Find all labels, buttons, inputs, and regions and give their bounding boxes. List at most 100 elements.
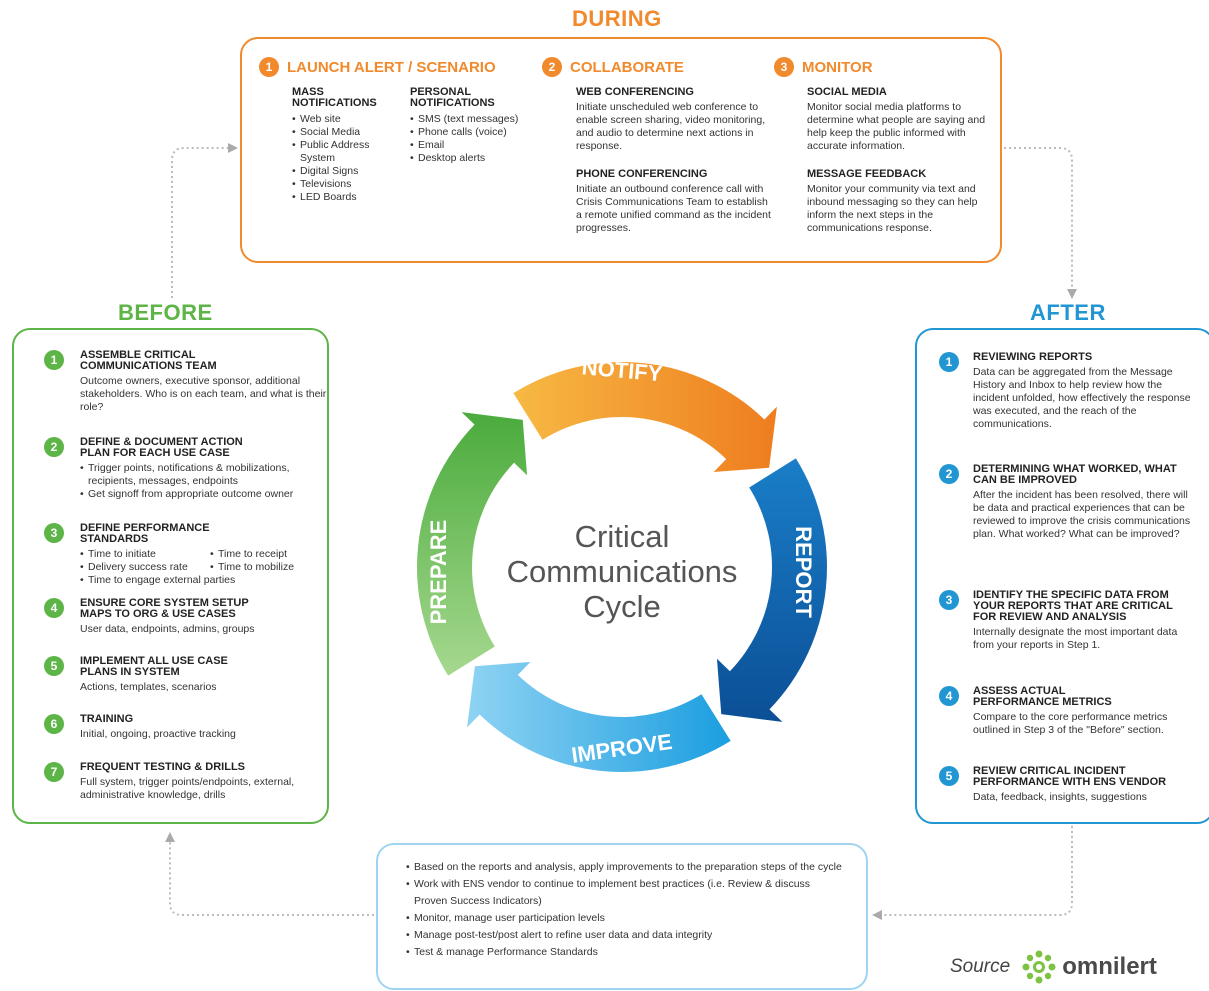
after-step-title: IDENTIFY THE SPECIFIC DATA FROM YOUR REP… bbox=[973, 589, 1173, 623]
social-media-monitor: SOCIAL MEDIA Monitor social media platfo… bbox=[807, 87, 993, 153]
before-step-text: FREQUENT TESTING & DRILLS Full system, tr… bbox=[80, 762, 335, 802]
before-panel: 1 ASSEMBLE CRITICAL COMMUNICATIONS TEAM Ou… bbox=[12, 328, 329, 824]
standard-last: Time to engage external parties bbox=[80, 574, 335, 587]
arrowhead bbox=[872, 910, 882, 920]
after-title: AFTER bbox=[1030, 300, 1106, 325]
list-item: Monitor, manage user participation level… bbox=[406, 910, 846, 927]
step-number-badge: 1 bbox=[259, 57, 279, 77]
step-number-badge: 7 bbox=[44, 762, 64, 782]
after-step-body: Data, feedback, insights, suggestions bbox=[973, 791, 1147, 803]
after-step-text: REVIEW CRITICAL INCIDENT PERFORMANCE WIT… bbox=[973, 766, 1209, 804]
before-step-title: ASSEMBLE CRITICAL COMMUNICATIONS TEAM bbox=[80, 349, 217, 372]
collaborate-heading: 2 COLLABORATE bbox=[542, 57, 684, 77]
prepare-arc bbox=[417, 412, 528, 676]
after-step-text: DETERMINING WHAT WORKED, WHAT CAN BE IMP… bbox=[973, 464, 1209, 541]
personal-notifications: PERSONAL NOTIFICATIONS SMS (text message… bbox=[410, 86, 540, 166]
list-item: Desktop alerts bbox=[410, 152, 540, 165]
message-feedback-title: MESSAGE FEEDBACK bbox=[807, 168, 927, 180]
monitor-heading: 3 MONITOR bbox=[774, 57, 873, 77]
report-label: REPORT bbox=[791, 526, 816, 618]
step-number-badge: 3 bbox=[774, 57, 794, 77]
step-number-badge: 6 bbox=[44, 714, 64, 734]
before-step-title: IMPLEMENT ALL USE CASE PLANS IN SYSTEM bbox=[80, 655, 228, 678]
phone-conferencing-title: PHONE CONFERENCING bbox=[576, 168, 708, 180]
report-arc bbox=[716, 458, 827, 722]
connector-after-to-improve bbox=[880, 826, 1073, 916]
after-step-text: IDENTIFY THE SPECIFIC DATA FROM YOUR REP… bbox=[973, 590, 1209, 652]
after-step-body: Data can be aggregated from the Message … bbox=[973, 366, 1191, 430]
source-credit: Source omnilert bbox=[950, 950, 1157, 984]
connector-improve-to-before bbox=[169, 840, 374, 916]
phone-conferencing-text: Initiate an outbound conference call wit… bbox=[576, 183, 771, 234]
message-feedback-text: Monitor your community via text and inbo… bbox=[807, 183, 978, 234]
social-media-title: SOCIAL MEDIA bbox=[807, 86, 887, 98]
list-item: LED Boards bbox=[292, 191, 390, 204]
launch-alert-heading: 1 LAUNCH ALERT / SCENARIO bbox=[259, 57, 496, 77]
standard-cell: Time to receipt bbox=[210, 548, 330, 561]
list-item: Delivery success rate bbox=[80, 561, 210, 574]
monitor-title: MONITOR bbox=[802, 58, 873, 76]
after-step-text: REVIEWING REPORTS Data can be aggregated … bbox=[973, 352, 1209, 431]
before-step-title: DEFINE PERFORMANCE STANDARDS bbox=[80, 522, 210, 545]
during-title: DURING bbox=[572, 6, 662, 31]
cycle-center-line-2: Communications bbox=[507, 554, 738, 589]
list-item: Manage post-test/post alert to refine us… bbox=[406, 927, 846, 944]
improve-panel: Based on the reports and analysis, apply… bbox=[376, 843, 868, 990]
step-number-badge: 1 bbox=[939, 352, 959, 372]
standard-cell: Time to initiate bbox=[80, 548, 210, 561]
source-label: Source bbox=[950, 956, 1011, 977]
standard-cell: Time to mobilize bbox=[210, 561, 330, 574]
standard-cell: Delivery success rate bbox=[80, 561, 210, 574]
step-number-badge: 4 bbox=[939, 686, 959, 706]
before-step-title: DEFINE & DOCUMENT ACTION PLAN FOR EACH U… bbox=[80, 436, 243, 459]
before-step-body: Full system, trigger points/endpoints, e… bbox=[80, 776, 295, 801]
list-item: Email bbox=[410, 139, 540, 152]
after-step-body: After the incident has been resolved, th… bbox=[973, 489, 1191, 540]
phone-conferencing: PHONE CONFERENCING Initiate an outbound … bbox=[576, 169, 776, 235]
improve-list: Based on the reports and analysis, apply… bbox=[406, 859, 846, 961]
step-number-badge: 5 bbox=[939, 766, 959, 786]
before-step-title: FREQUENT TESTING & DRILLS bbox=[80, 761, 245, 773]
omnilert-brand: omnilert bbox=[1062, 953, 1157, 980]
after-panel: 1 REVIEWING REPORTS Data can be aggregated… bbox=[915, 328, 1209, 824]
before-step-text: ENSURE CORE SYSTEM SETUP MAPS TO ORG & U… bbox=[80, 598, 335, 636]
mass-notifications: MASS NOTIFICATIONS Web siteSocial MediaP… bbox=[292, 86, 390, 205]
arrowhead bbox=[228, 143, 238, 153]
social-media-text: Monitor social media platforms to determ… bbox=[807, 101, 986, 152]
mass-notifications-title: MASS NOTIFICATIONS bbox=[292, 86, 377, 109]
before-step-title: ENSURE CORE SYSTEM SETUP MAPS TO ORG & U… bbox=[80, 597, 249, 620]
before-step-bullets: Trigger points, notifications & mobiliza… bbox=[80, 462, 335, 501]
after-step-body: Compare to the core performance metrics … bbox=[973, 711, 1168, 736]
step-number-badge: 3 bbox=[939, 590, 959, 610]
step-number-badge: 4 bbox=[44, 598, 64, 618]
list-item: Digital Signs bbox=[292, 165, 390, 178]
list-item: Public Address System bbox=[292, 139, 390, 165]
during-panel: 1 LAUNCH ALERT / SCENARIO MASS NOTIFICAT… bbox=[240, 37, 1002, 263]
personal-notifications-title: PERSONAL NOTIFICATIONS bbox=[410, 86, 495, 109]
step-number-badge: 1 bbox=[44, 350, 64, 370]
connector-during-to-after bbox=[1004, 147, 1073, 290]
step-number-badge: 5 bbox=[44, 656, 64, 676]
list-item: Time to engage external parties bbox=[80, 574, 335, 587]
improve-arc bbox=[467, 661, 731, 772]
collaborate-title: COLLABORATE bbox=[570, 58, 684, 76]
arrowhead bbox=[1067, 289, 1077, 299]
list-item: Time to receipt bbox=[210, 548, 330, 561]
cycle-center-line-1: Critical bbox=[575, 519, 670, 554]
web-conferencing-text: Initiate unscheduled web conference to e… bbox=[576, 101, 766, 152]
cycle-center-line-3: Cycle bbox=[583, 589, 661, 624]
after-step-title: REVIEWING REPORTS bbox=[973, 351, 1093, 363]
before-step-text: ASSEMBLE CRITICAL COMMUNICATIONS TEAM Out… bbox=[80, 350, 335, 414]
before-step-body: Outcome owners, executive sponsor, addit… bbox=[80, 375, 327, 413]
web-conferencing: WEB CONFERENCING Initiate unscheduled we… bbox=[576, 87, 772, 153]
mass-notifications-list: Web siteSocial MediaPublic Address Syste… bbox=[292, 113, 390, 204]
list-item: Time to mobilize bbox=[210, 561, 330, 574]
before-step-body: Initial, ongoing, proactive tracking bbox=[80, 728, 236, 740]
connector-before-to-during bbox=[171, 147, 228, 298]
web-conferencing-title: WEB CONFERENCING bbox=[576, 86, 694, 98]
notify-arc bbox=[513, 362, 777, 473]
step-number-badge: 2 bbox=[939, 464, 959, 484]
